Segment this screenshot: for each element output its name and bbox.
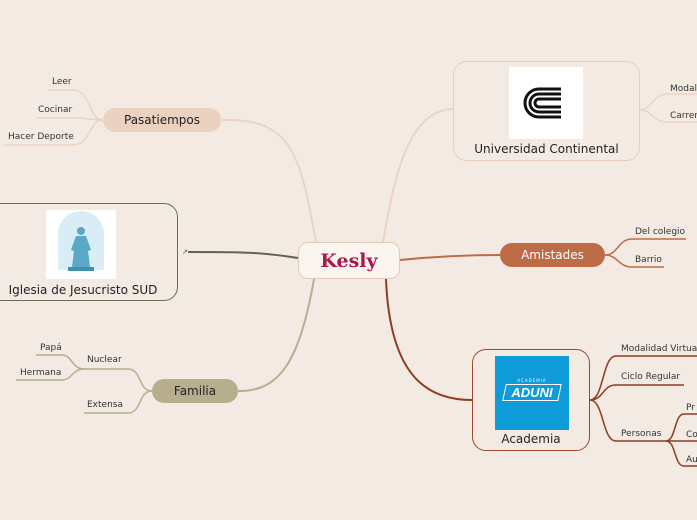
topic-pasatiempos[interactable]: Pasatiempos [103, 108, 221, 132]
link-modalidad-virtual [589, 355, 697, 401]
link-marker-icon[interactable]: ↗ [182, 248, 188, 256]
link-extensa [84, 390, 153, 414]
link-barrio [604, 254, 664, 268]
subtopic-papa[interactable]: Papá [40, 343, 62, 353]
subtopic-modal[interactable]: Modal [670, 84, 697, 94]
subtopic-hermana[interactable]: Hermana [20, 368, 62, 378]
universidad-continental-logo-icon [509, 67, 583, 139]
link-papa [36, 354, 85, 370]
topic-familia[interactable]: Familia [152, 379, 238, 403]
central-topic[interactable]: Kesly [298, 242, 400, 279]
link-personas [589, 399, 666, 442]
aduni-logo-icon: ACADEMIA ADUNI [495, 356, 569, 430]
subtopic-nuclear[interactable]: Nuclear [87, 355, 122, 365]
topic-academia[interactable]: ACADEMIA ADUNI Academia [472, 349, 590, 451]
link-pr [665, 413, 697, 442]
subtopic-extensa[interactable]: Extensa [87, 400, 123, 410]
subtopic-pr[interactable]: Pr [686, 403, 695, 413]
link-au [665, 440, 697, 467]
iglesia-title: Iglesia de Jesucristo SUD [8, 283, 158, 297]
topic-universidad-continental[interactable]: Universidad Continental [453, 61, 640, 161]
topic-iglesia-sud[interactable]: Iglesia de Jesucristo SUD [0, 203, 178, 301]
subtopic-ciclo-regular[interactable]: Ciclo Regular [621, 372, 681, 382]
subtopic-del-colegio[interactable]: Del colegio [635, 227, 686, 237]
link-carrer [639, 109, 697, 123]
link-academia [385, 278, 473, 401]
link-modal [639, 93, 697, 111]
link-iglesia [187, 251, 299, 259]
subtopic-au[interactable]: Au [686, 455, 697, 465]
subtopic-modalidad-virtual[interactable]: Modalidad Virtua [621, 344, 697, 354]
aduni-small-text: ACADEMIA [517, 378, 547, 383]
subtopic-carrer[interactable]: Carrer [670, 111, 697, 121]
subtopic-co[interactable]: Co [686, 430, 697, 440]
subtopic-leer[interactable]: Leer [52, 77, 72, 87]
subtopic-cocinar[interactable]: Cocinar [38, 105, 73, 115]
aduni-text: ADUNI [511, 385, 553, 400]
link-leer [48, 89, 104, 121]
subtopic-barrio[interactable]: Barrio [635, 255, 662, 265]
universidad-title: Universidad Continental [474, 142, 619, 156]
link-del-colegio [604, 238, 686, 256]
link-pasatiempos [220, 118, 317, 244]
link-hermana [16, 368, 85, 381]
christus-statue-logo-icon [46, 210, 116, 279]
subtopic-personas[interactable]: Personas [621, 429, 662, 439]
academia-title: Academia [501, 432, 561, 446]
link-familia [237, 278, 315, 393]
link-nuclear [84, 368, 153, 392]
subtopic-hacer-deporte[interactable]: Hacer Deporte [8, 132, 74, 142]
link-cocinar [36, 117, 104, 121]
link-deporte [4, 119, 104, 146]
topic-amistades[interactable]: Amistades [500, 243, 605, 267]
link-amistades [399, 254, 501, 261]
link-ciclo-regular [589, 384, 684, 401]
link-universidad [382, 108, 454, 244]
